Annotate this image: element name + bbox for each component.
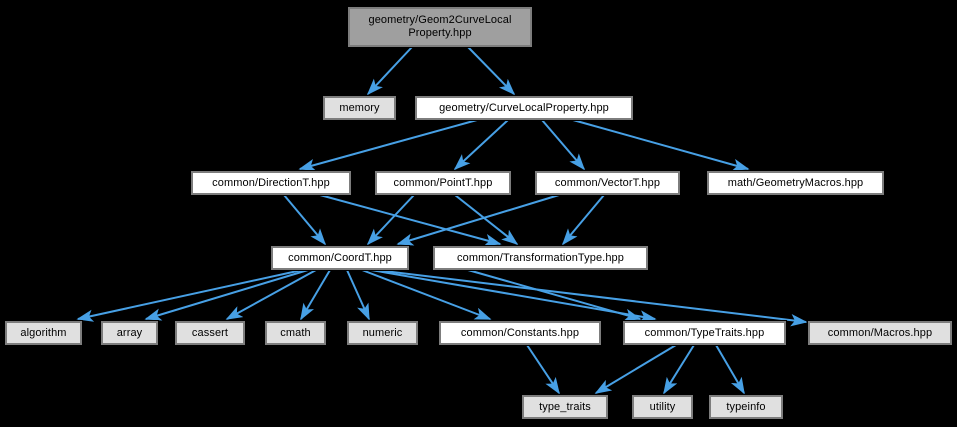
- graph-edge-coordt-to-numeric: [346, 269, 370, 321]
- graph-node-geommacros[interactable]: math/GeometryMacros.hpp: [706, 170, 885, 196]
- graph-edge-curvelocal-to-pointt: [453, 119, 509, 171]
- graph-node-coordt[interactable]: common/CoordT.hpp: [270, 245, 410, 271]
- graph-node-curvelocal[interactable]: geometry/CurveLocalProperty.hpp: [414, 95, 634, 121]
- graph-node-constants[interactable]: common/Constants.hpp: [438, 320, 602, 346]
- graph-node-typeinfo[interactable]: typeinfo: [708, 394, 784, 420]
- graph-edge-coordt-to-array: [144, 269, 309, 321]
- graph-node-typetraits[interactable]: common/TypeTraits.hpp: [622, 320, 787, 346]
- graph-edge-coordt-to-cassert: [225, 269, 317, 320]
- graph-node-pointt[interactable]: common/PointT.hpp: [374, 170, 512, 196]
- graph-node-cassert[interactable]: cassert: [174, 320, 246, 346]
- graph-edge-pointt-to-transtype: [454, 194, 519, 245]
- graph-node-numeric[interactable]: numeric: [346, 320, 419, 346]
- graph-edge-root-to-memory: [366, 46, 413, 96]
- graph-edge-typetraits-to-typeinfo: [715, 344, 745, 395]
- graph-edge-coordt-to-constants: [361, 269, 492, 320]
- graph-edge-coordt-to-macros: [375, 269, 808, 327]
- graph-edge-transtype-to-typetraits: [467, 269, 642, 321]
- graph-edge-curvelocal-to-vectort: [541, 119, 586, 171]
- graph-node-root[interactable]: geometry/Geom2CurveLocal Property.hpp: [347, 6, 533, 48]
- graph-node-array[interactable]: array: [100, 320, 159, 346]
- graph-edge-pointt-to-coordt: [366, 194, 415, 246]
- graph-node-memory[interactable]: memory: [322, 95, 397, 121]
- graph-node-utility[interactable]: utility: [631, 394, 694, 420]
- graph-node-algorithm[interactable]: algorithm: [4, 320, 83, 346]
- graph-edge-vectort-to-coordt: [396, 194, 560, 246]
- graph-edge-coordt-to-typetraits: [370, 269, 657, 323]
- graph-edge-curvelocal-to-directiont: [298, 119, 478, 171]
- graph-edge-coordt-to-algorithm: [76, 269, 303, 322]
- graph-edge-constants-to-type_traits: [526, 344, 560, 395]
- graph-edge-vectort-to-transtype: [561, 194, 605, 246]
- graph-edge-typetraits-to-utility: [663, 344, 695, 395]
- graph-node-transtype[interactable]: common/TransformationType.hpp: [432, 245, 649, 271]
- graph-node-macros[interactable]: common/Macros.hpp: [807, 320, 953, 346]
- graph-edge-directiont-to-coordt: [283, 194, 327, 246]
- graph-edge-typetraits-to-type_traits: [594, 344, 677, 394]
- graph-edge-coordt-to-cmath: [300, 269, 331, 321]
- graph-edge-root-to-curvelocal: [467, 46, 516, 96]
- graph-edge-curvelocal-to-geommacros: [572, 119, 750, 171]
- graph-node-cmath[interactable]: cmath: [264, 320, 327, 346]
- graph-node-directiont[interactable]: common/DirectionT.hpp: [190, 170, 352, 196]
- graph-edge-directiont-to-transtype: [319, 194, 502, 246]
- graph-node-vectort[interactable]: common/VectorT.hpp: [534, 170, 681, 196]
- graph-node-type_traits[interactable]: type_traits: [521, 394, 609, 420]
